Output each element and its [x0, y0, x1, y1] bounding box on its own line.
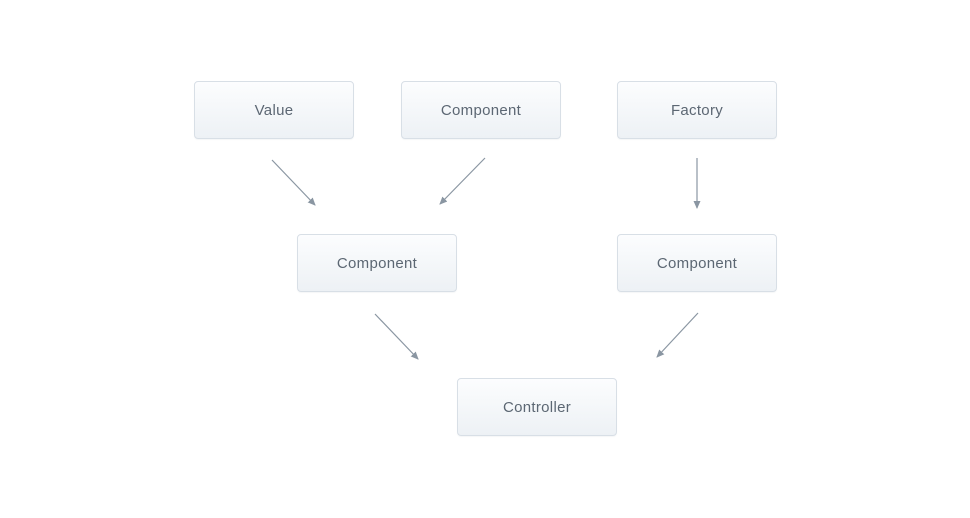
diagram-node-factory: Factory	[617, 81, 777, 139]
edge-component-right-to-controller	[656, 312, 699, 358]
diagram-node-label: Factory	[670, 101, 724, 119]
diagram-node-controller: Controller	[457, 378, 617, 436]
diagram-node-value: Value	[194, 81, 354, 139]
edge-component-top-to-component-left	[439, 157, 486, 205]
diagram-node-component-left: Component	[297, 234, 457, 292]
diagram-node-label: Component	[440, 101, 522, 119]
edge-component-left-to-controller	[374, 313, 419, 360]
edge-value-to-component-left	[271, 159, 316, 206]
diagram-node-component-top: Component	[401, 81, 561, 139]
diagram-node-label: Component	[656, 254, 738, 272]
diagram-node-component-right: Component	[617, 234, 777, 292]
diagram-node-label: Value	[254, 101, 294, 119]
diagram-node-label: Component	[336, 254, 418, 272]
diagram-node-label: Controller	[502, 398, 572, 416]
